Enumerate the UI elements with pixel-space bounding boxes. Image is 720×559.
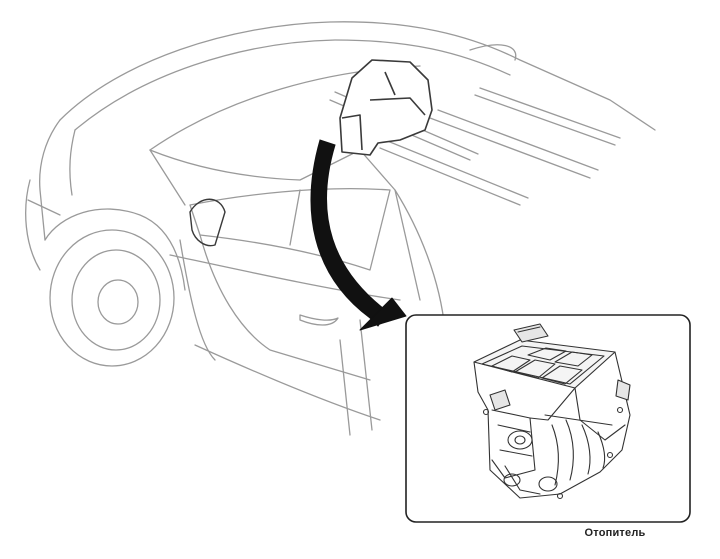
heater-inlet-tab: [513, 323, 549, 343]
roof-slat: [479, 87, 621, 139]
windshield: [149, 149, 361, 181]
heater-caption: Отопитель: [584, 527, 646, 539]
roof-slat: [429, 117, 591, 179]
heater-vent-slot: [554, 351, 593, 367]
roof-slat: [384, 139, 529, 199]
rocker-panel: [194, 344, 381, 421]
heater-rib: [597, 431, 606, 469]
car-front-fascia: [25, 179, 41, 271]
roof-slat: [379, 147, 521, 206]
heater-vent-slot: [527, 347, 567, 361]
heater-unit-illustration: [473, 323, 631, 500]
car-roof-inner-line: [74, 39, 511, 131]
heater-location-marker: [339, 59, 433, 156]
heater-rib: [551, 424, 559, 486]
car-illustration: [25, 21, 656, 436]
window-divider: [289, 189, 301, 246]
door-front: [179, 239, 216, 361]
a-pillar: [149, 149, 186, 206]
side-mirror: [189, 198, 226, 247]
heater-bolt: [556, 492, 564, 500]
heater-actuator: [489, 389, 511, 411]
car-hood: [39, 119, 61, 241]
heater-bolt: [616, 406, 624, 414]
heater-rib: [581, 424, 591, 475]
front-wheel-hub: [97, 279, 139, 325]
heater-vent-slot: [514, 359, 556, 379]
heater-rib: [565, 419, 574, 481]
heater-fitting: [507, 430, 533, 450]
roof-slat: [437, 109, 599, 171]
side-window: [189, 188, 391, 271]
wheel-arch: [44, 208, 186, 291]
car-grille-line: [27, 199, 61, 216]
rear-quarter: [394, 189, 446, 331]
heater-bolt: [606, 451, 614, 459]
heater-housing-left: [491, 409, 536, 479]
lower-body: [339, 339, 351, 436]
body-side-crease: [169, 254, 401, 301]
car-hood-crease: [69, 129, 76, 196]
heater-body: [473, 351, 631, 499]
car-rear-roof: [469, 44, 517, 61]
pointer-arrow: [310, 139, 407, 331]
arrow-head: [359, 297, 407, 331]
door-shut-line: [199, 234, 371, 381]
heater-vent-slot: [541, 365, 583, 385]
heater-bolt: [482, 408, 490, 416]
front-wheel-tire: [49, 229, 175, 367]
door-handle: [299, 314, 339, 326]
heater-vent-slot: [491, 355, 531, 373]
front-wheel-rim: [71, 249, 161, 351]
lower-body-2: [359, 319, 373, 431]
roof-slat: [474, 94, 616, 146]
c-pillar: [359, 149, 421, 301]
car-roof-outline: [59, 21, 656, 131]
heater-pipe: [503, 473, 521, 487]
